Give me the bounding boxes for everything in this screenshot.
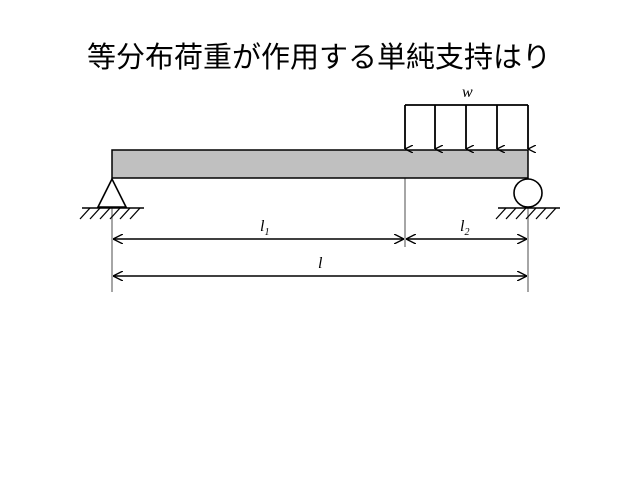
- pin-support: [79, 177, 144, 220]
- total-span-label: l: [318, 255, 323, 272]
- beam: [111, 149, 529, 179]
- slide-title: 等分布荷重が作用する単純支持はり: [86, 40, 551, 74]
- span1-label: l1: [260, 218, 269, 238]
- load-label: w: [462, 84, 473, 101]
- span2-label: l2: [460, 218, 469, 238]
- roller-support: [495, 178, 560, 220]
- distributed-load: [404, 104, 528, 149]
